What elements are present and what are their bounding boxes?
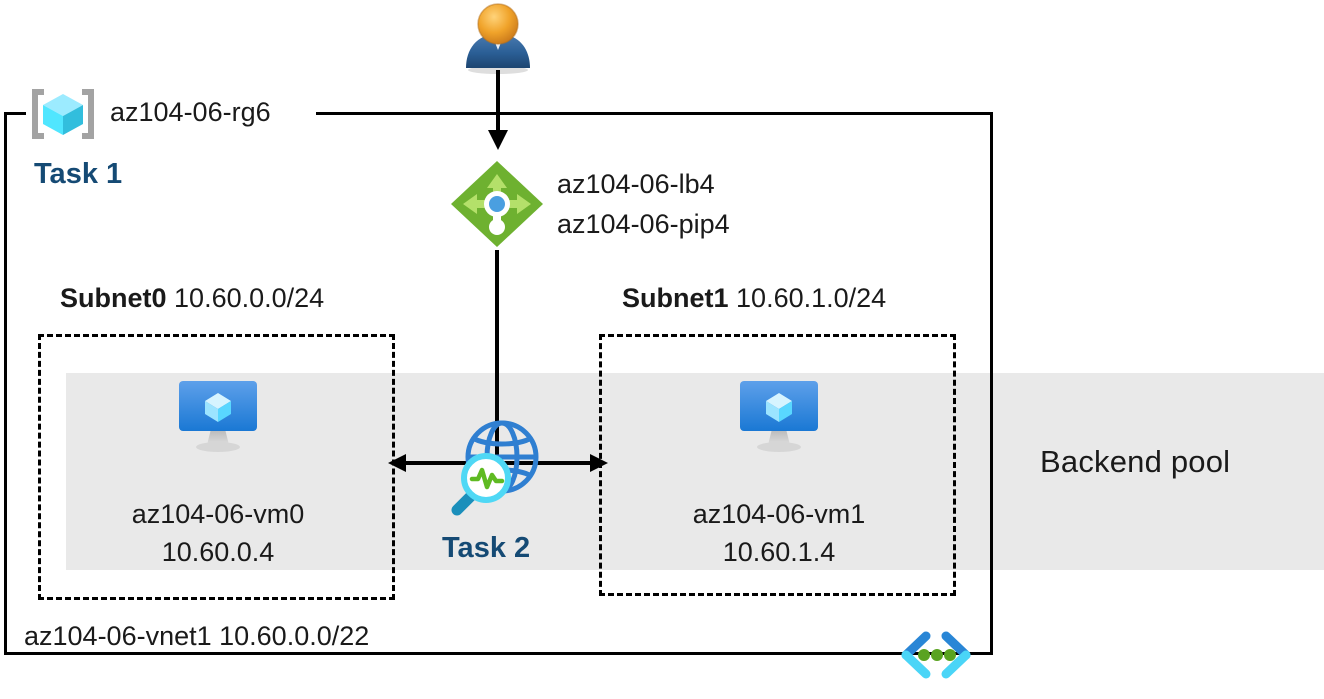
resource-group-icon [26, 86, 100, 142]
load-balancer-icon [447, 157, 547, 257]
network-watcher-icon [440, 415, 548, 519]
user-icon [458, 2, 538, 74]
vm0-ip: 10.60.0.4 [161, 537, 275, 567]
backend-pool-label: Backend pool [1040, 444, 1231, 479]
load-balancer-labels: az104-06-lb4 az104-06-pip4 [557, 164, 730, 244]
vnet-label: az104-06-vnet1 10.60.0.0/22 [24, 621, 370, 651]
vnet-border-gap [26, 104, 316, 123]
load-balancer-name: az104-06-lb4 [557, 169, 715, 199]
subnet0-title: Subnet0 10.60.0.0/24 [60, 283, 324, 314]
virtual-machine-icon [734, 377, 824, 455]
subnet1-title: Subnet1 10.60.1.0/24 [622, 283, 886, 314]
subnet0-cidr: 10.60.0.0/24 [174, 283, 325, 313]
backend-pool-band [66, 373, 1324, 570]
subnet1-name: Subnet1 [622, 283, 729, 313]
virtual-network-icon [896, 630, 976, 680]
vm0-name: az104-06-vm0 [131, 499, 305, 529]
virtual-machine-icon [173, 377, 263, 455]
task-1-label: Task 1 [34, 158, 123, 190]
vm1-ip: 10.60.1.4 [722, 537, 836, 567]
public-ip-name: az104-06-pip4 [557, 209, 730, 239]
vm1-name: az104-06-vm1 [692, 499, 866, 529]
vm1-labels: az104-06-vm1 10.60.1.4 [619, 495, 939, 571]
subnet1-cidr: 10.60.1.0/24 [736, 283, 887, 313]
subnet0-name: Subnet0 [60, 283, 167, 313]
arrow-user-to-load-balancer [470, 70, 526, 152]
arrow-watcher-to-vm1 [498, 448, 608, 478]
vm0-labels: az104-06-vm0 10.60.0.4 [58, 495, 378, 571]
connector-lb-to-network-watcher [495, 250, 499, 460]
subnet0-boundary [38, 334, 395, 600]
task-2-label: Task 2 [442, 532, 531, 564]
resource-group-name: az104-06-rg6 [110, 97, 271, 127]
